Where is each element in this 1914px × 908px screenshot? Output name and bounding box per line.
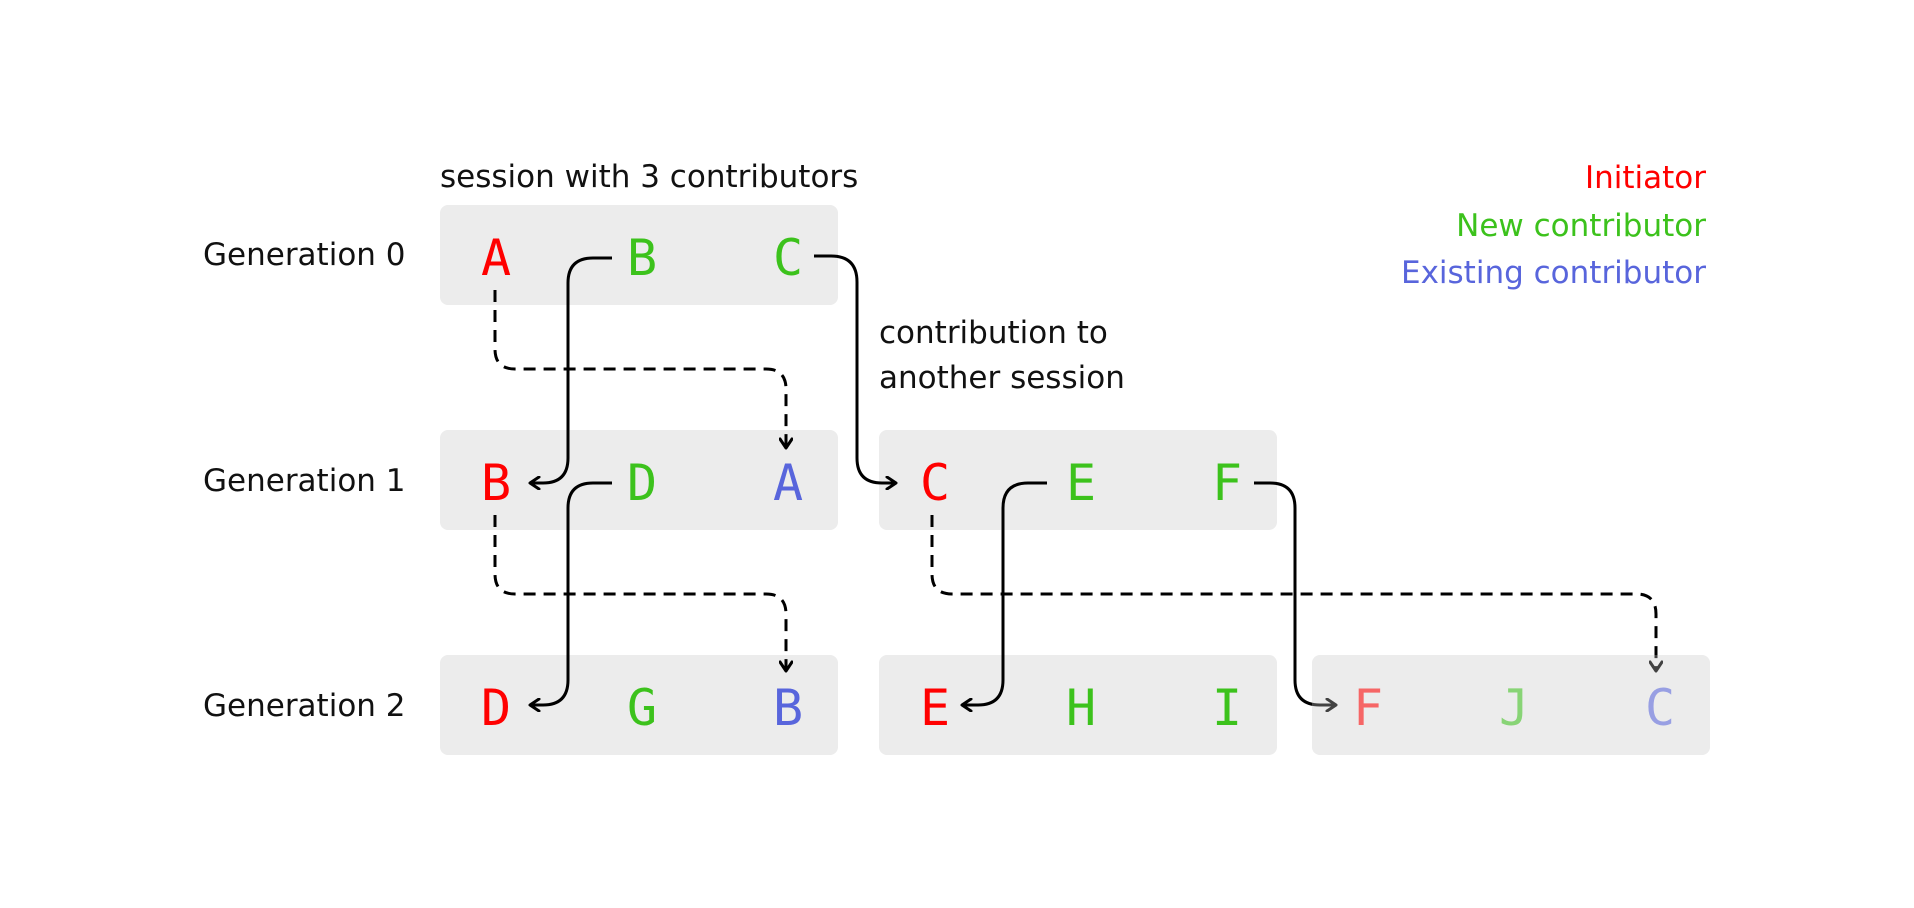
contributor-new: J — [1498, 679, 1530, 737]
contributor-existing: A — [772, 454, 804, 512]
contributor-existing: C — [1644, 679, 1676, 737]
generation-0-label: Generation 0 — [203, 237, 406, 273]
contribution-annotation-line1: contribution to — [879, 315, 1108, 351]
contribution-annotation-line2: another session — [879, 360, 1125, 396]
generation-2-label: Generation 2 — [203, 688, 406, 724]
link-gen0-C-to-gen1-C — [814, 254, 896, 483]
session-annotation: session with 3 contributors — [440, 159, 859, 195]
session-box — [879, 655, 1277, 755]
link-gen0-B-to-gen1-B — [530, 256, 612, 483]
link-gen1-E-to-gen2-E — [962, 481, 1047, 705]
session-box — [1312, 655, 1710, 755]
contributor-new: G — [626, 679, 658, 737]
session-box — [440, 430, 838, 530]
contributor-new: I — [1211, 679, 1243, 737]
legend-existing-contributor: Existing contributor — [1400, 255, 1706, 291]
contributor-initiator: B — [480, 454, 512, 512]
contributor-new: H — [1065, 679, 1097, 737]
contributor-existing: B — [772, 679, 804, 737]
session-box — [440, 205, 838, 305]
generation-1-label: Generation 1 — [203, 463, 406, 499]
contributor-new: E — [1065, 454, 1097, 512]
link-gen1-F-to-gen2-F — [1254, 481, 1336, 705]
legend-new-contributor: New contributor — [1456, 208, 1706, 244]
contributor-new: B — [626, 229, 658, 287]
link-gen1-D-to-gen2-D — [530, 481, 612, 705]
link-gen1-C-to-gen2-C — [930, 515, 1656, 671]
session-box — [440, 655, 838, 755]
contributor-new: C — [772, 229, 804, 287]
contributor-new: D — [626, 454, 658, 512]
link-gen0-A-to-gen1-A — [493, 290, 786, 448]
contributor-initiator: E — [919, 679, 951, 737]
contributor-new: F — [1211, 454, 1243, 512]
contributor-initiator: C — [919, 454, 951, 512]
legend-initiator: Initiator — [1584, 160, 1706, 196]
link-gen1-B-to-gen2-B — [493, 515, 786, 671]
contributor-initiator: F — [1352, 679, 1384, 737]
contributor-initiator: D — [480, 679, 512, 737]
faded-session-overlay — [1312, 655, 1710, 755]
session-box — [879, 430, 1277, 530]
contributor-initiator: A — [480, 229, 512, 287]
